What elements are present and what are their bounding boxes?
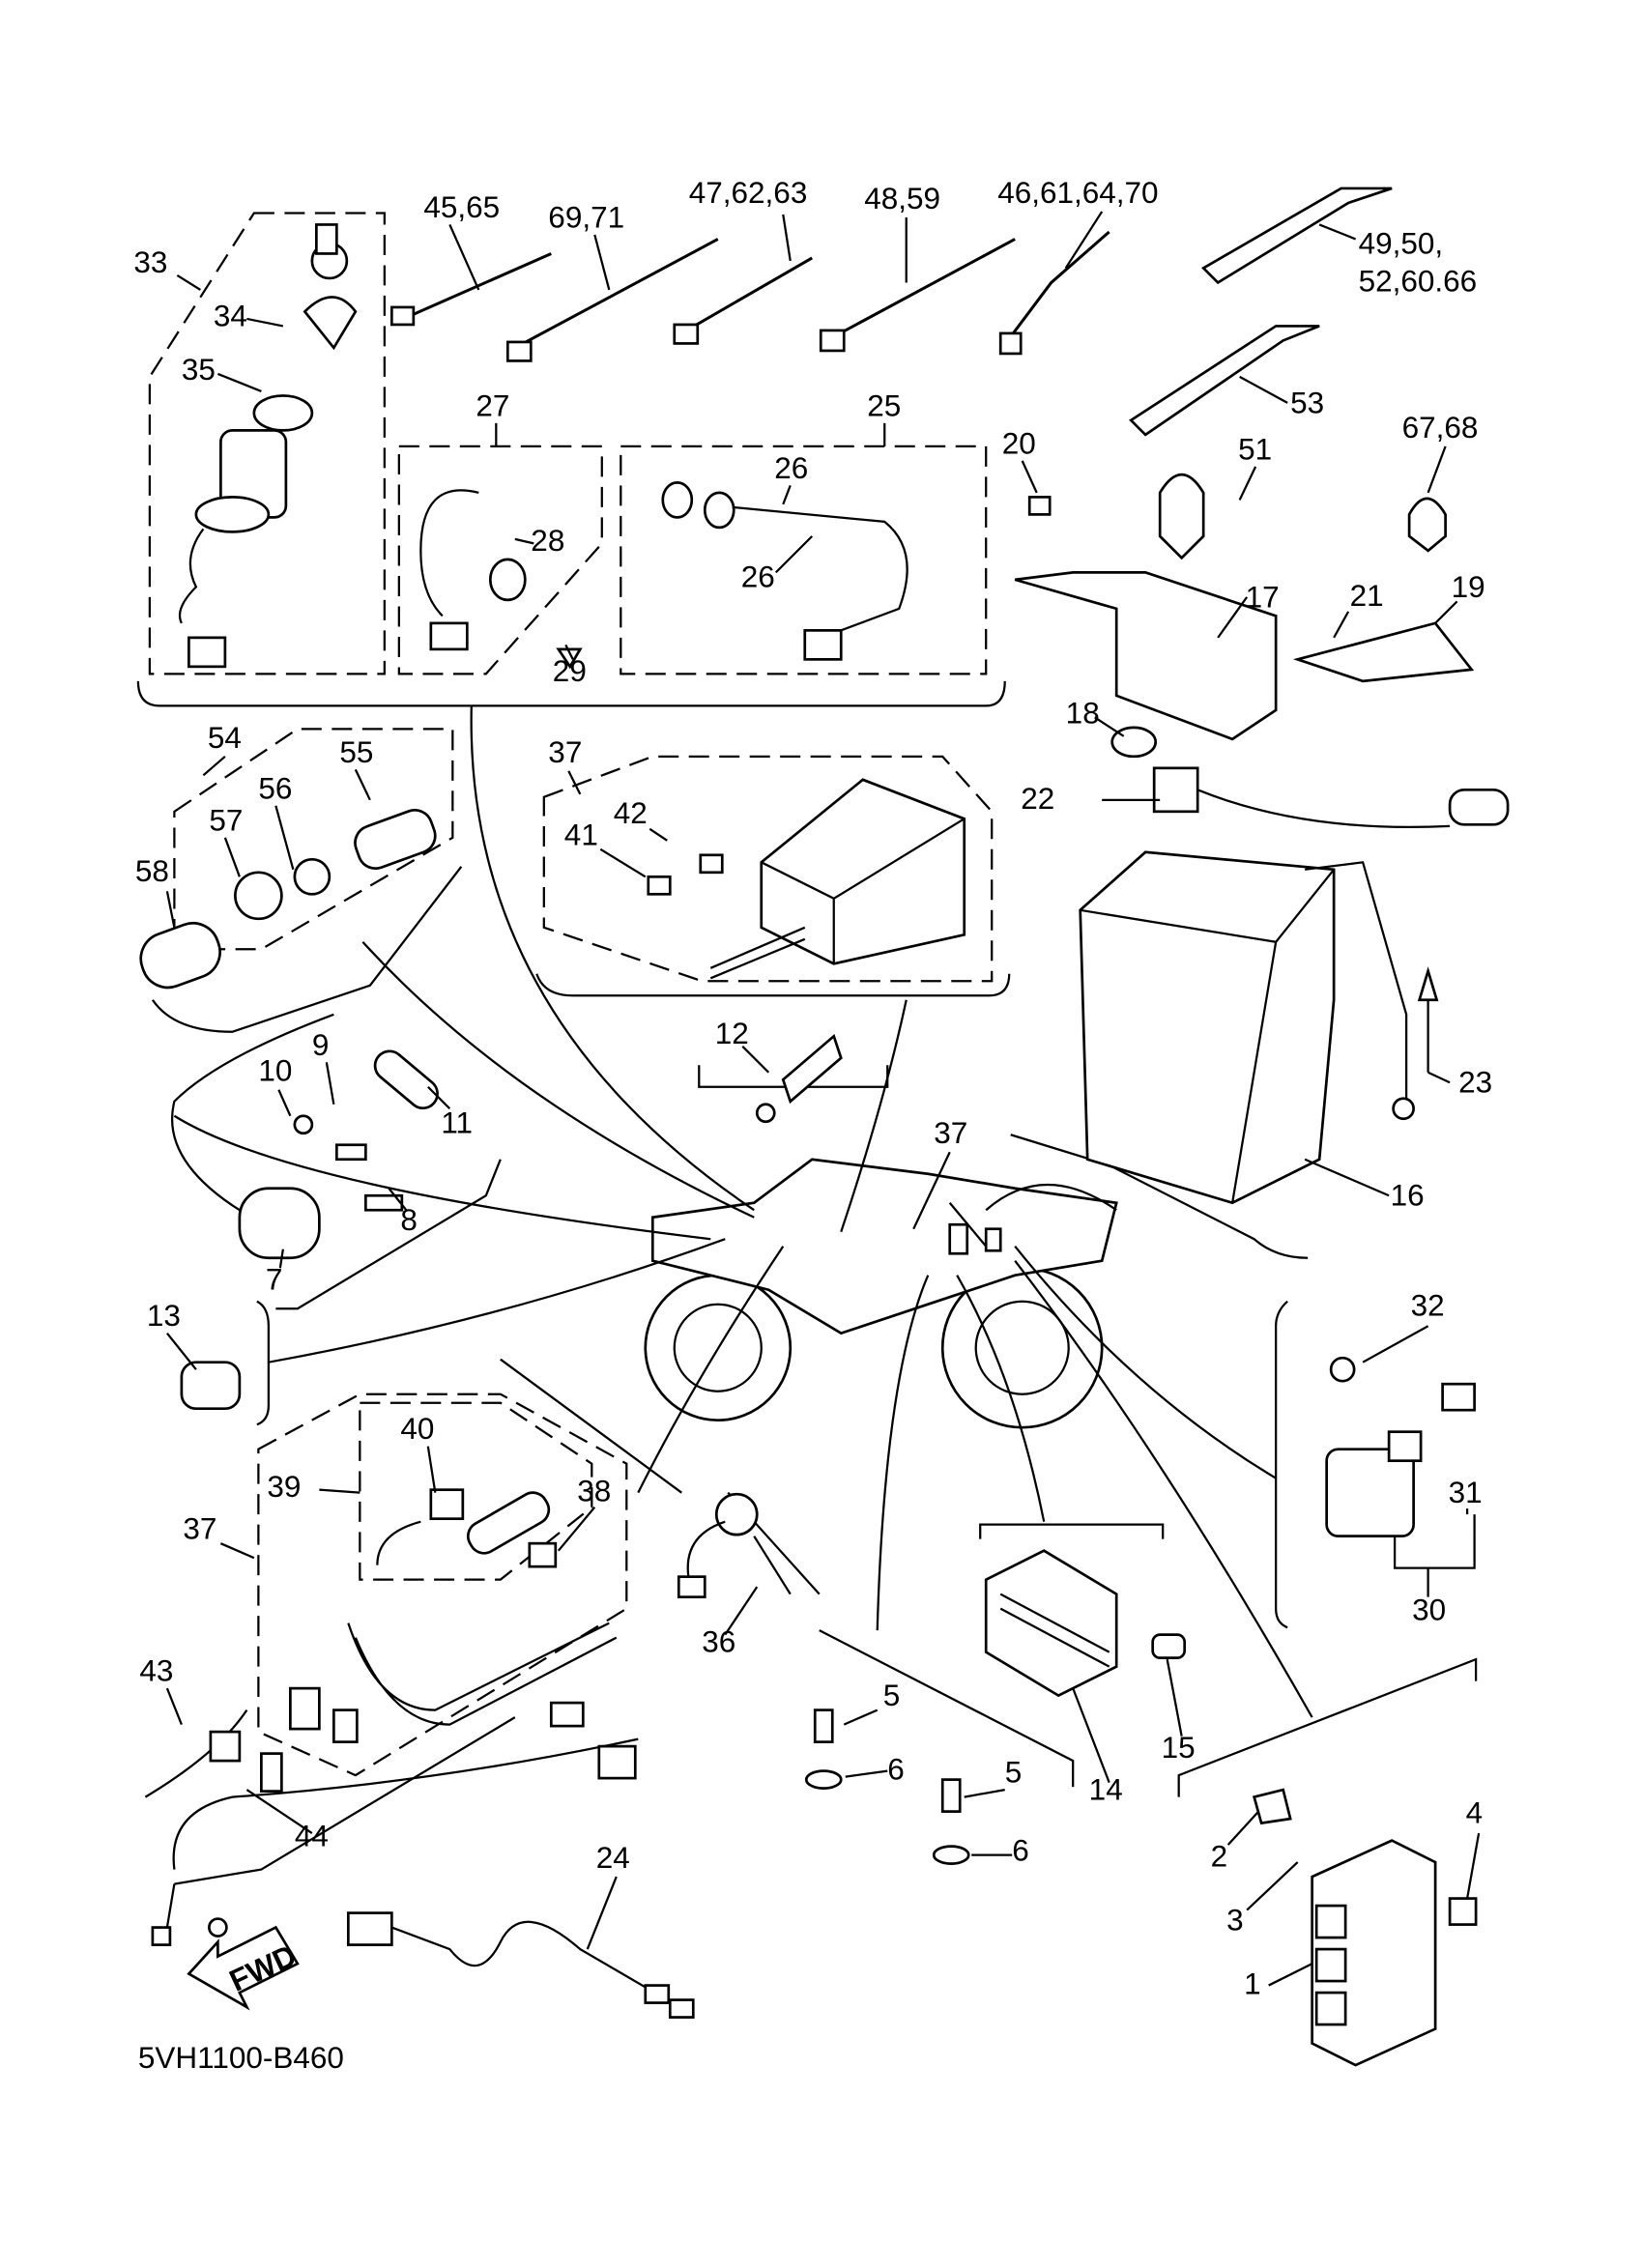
callout: 31	[1449, 1475, 1483, 1509]
callout: 12	[715, 1016, 749, 1050]
callout: 58	[135, 853, 169, 888]
callout: 49,50,	[1359, 225, 1444, 260]
callout: 35	[182, 352, 216, 387]
main-switch-part	[178, 394, 314, 669]
diagram-code: 5VH1100-B460	[138, 2040, 344, 2075]
callout: 28	[531, 523, 564, 558]
callout: 33	[133, 244, 167, 279]
callout: 3	[1226, 1903, 1244, 1938]
callout: 56	[258, 770, 292, 805]
callout: 6	[887, 1752, 905, 1787]
callout: 37	[183, 1511, 216, 1546]
callout: 39	[267, 1469, 301, 1504]
callout: 20	[1002, 425, 1036, 460]
callout: 67,68	[1402, 410, 1479, 445]
callout: 32	[1411, 1288, 1445, 1323]
cdi-unit	[1252, 1788, 1478, 2067]
callout: 8	[400, 1202, 418, 1237]
neutral-switch	[677, 1492, 792, 1598]
forward-arrow: FWD	[187, 1925, 302, 2011]
callout: 22	[1021, 781, 1054, 816]
callout: 9	[312, 1027, 330, 1062]
callout: 19	[1452, 569, 1485, 604]
parts: FWD	[139, 187, 1510, 2067]
lead-24	[151, 1883, 695, 2019]
key-part	[303, 223, 358, 351]
callout: 40	[400, 1411, 434, 1446]
callout: 53	[1290, 385, 1324, 419]
callouts: 33 34 35 45,65 69,71 47,62,63 48,59 46,6…	[133, 175, 1492, 2001]
callout: 21	[1350, 578, 1384, 613]
callout: 16	[1391, 1178, 1425, 1213]
callout: 18	[1066, 695, 1100, 730]
callout: 41	[564, 817, 598, 851]
group-boundaries	[136, 212, 1478, 1885]
wire-harness	[144, 1488, 639, 1870]
callout: 2	[1211, 1839, 1228, 1874]
leader-lines	[165, 211, 1481, 1987]
leads	[419, 481, 908, 670]
callout: 36	[702, 1624, 735, 1659]
starter-relay	[1325, 1356, 1476, 1569]
ignition-coil	[170, 1013, 439, 1260]
callout: 11	[441, 1105, 473, 1140]
callout: 34	[214, 298, 247, 332]
callout: 30	[1412, 1593, 1446, 1627]
callout: 37	[934, 1115, 967, 1150]
sensor-13	[180, 1361, 242, 1411]
rectifier-regulator	[984, 1549, 1187, 1698]
cable-ties	[389, 187, 1447, 560]
callout: 25	[867, 388, 901, 422]
callout: 5	[883, 1678, 901, 1712]
callout: 51	[1238, 431, 1272, 466]
callout: 69,71	[548, 199, 624, 234]
callout: 10	[258, 1053, 292, 1088]
callout: 42	[614, 795, 648, 830]
callout: 43	[139, 1653, 173, 1688]
callout: 29	[553, 653, 587, 688]
callout: 4	[1466, 1795, 1484, 1830]
callout: 7	[266, 1262, 283, 1297]
callout: 46,61,64,70	[997, 175, 1158, 210]
socket-parts	[139, 809, 437, 990]
callout: 15	[1162, 1730, 1196, 1765]
fuse-box	[647, 778, 966, 980]
atv-outline	[644, 1158, 1118, 1429]
callout: 47,62,63	[689, 175, 808, 210]
callout: 26	[774, 450, 808, 485]
battery	[1079, 766, 1510, 1205]
callout: 38	[577, 1474, 611, 1508]
callout: 26	[741, 559, 775, 593]
callout: 52,60.66	[1359, 263, 1478, 298]
callout: 14	[1089, 1772, 1123, 1807]
callout: 37	[548, 734, 582, 769]
callout: 45,65	[423, 189, 500, 224]
callout: 48,59	[864, 181, 940, 215]
routing-lines	[173, 705, 1313, 1718]
callout: 54	[208, 720, 242, 755]
callout: 23	[1458, 1065, 1492, 1100]
callout: 57	[209, 802, 243, 837]
callout: 24	[596, 1840, 630, 1875]
callout: 6	[1012, 1833, 1029, 1868]
callout: 55	[339, 734, 373, 769]
thermo-switch	[755, 1033, 843, 1124]
bolts	[804, 1708, 970, 1865]
callout: 13	[147, 1298, 181, 1333]
callout: 44	[295, 1819, 329, 1853]
callout: 5	[1005, 1755, 1023, 1790]
callout: 17	[1246, 579, 1280, 614]
callout: 1	[1244, 1967, 1261, 2001]
callout: 27	[476, 388, 509, 422]
